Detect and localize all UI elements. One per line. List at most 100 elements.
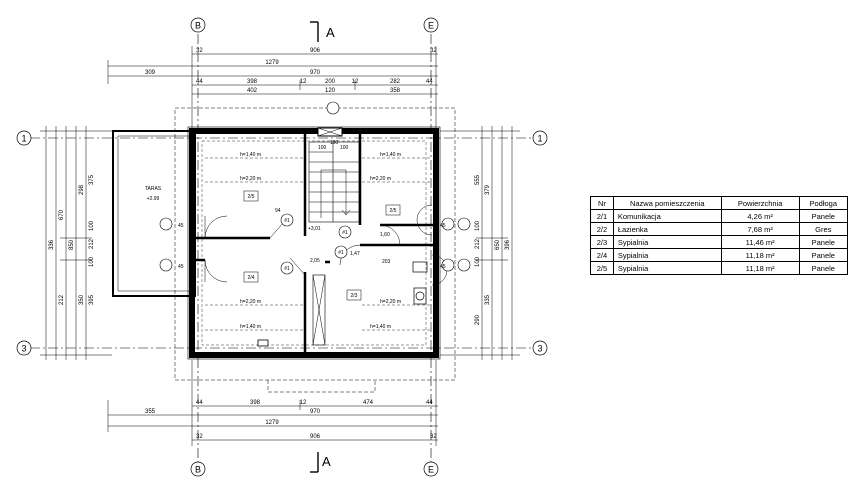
svg-text:44: 44 [426,400,433,406]
svg-text:395: 395 [89,294,95,305]
svg-text:355: 355 [145,409,156,415]
dimension-lines-right [440,126,520,360]
svg-text:32: 32 [430,48,437,54]
svg-text:94: 94 [275,208,281,214]
svg-text:B: B [195,21,201,31]
svg-text:+3,01: +3,01 [308,226,321,232]
cell-area: 4,26 m² [720,209,800,223]
svg-text:1,47: 1,47 [350,251,360,257]
svg-text:402: 402 [247,88,258,94]
svg-text:1279: 1279 [265,420,279,426]
room-tags: 2/5 2/4 2/5 2/3 [243,190,401,301]
cell-area: 11,46 m² [720,235,800,249]
svg-text:32: 32 [196,48,203,54]
svg-text:44: 44 [196,79,203,85]
table-row: 2/2 Łazienka 7,68 m² Gres [590,222,848,236]
axis-bubble-3-right: 3 [532,340,548,356]
table-row: 2/5 Sypialnia 11,18 m² Panele [590,261,848,275]
svg-text:h=2,20 m: h=2,20 m [380,299,401,305]
header-nr: Nr [590,196,614,210]
svg-text:#1: #1 [284,266,290,272]
dimension-text-right: 555 100 212 100 290 379 335 650 396 [475,174,511,325]
cell-room-name: Sypialnia [612,235,722,249]
dimension-text-top: 32 906 32 1279 309 970 44 398 12 200 12 … [145,48,437,94]
svg-text:32: 32 [196,434,203,440]
cell-area: 11,18 m² [720,248,800,262]
svg-text:44: 44 [196,400,203,406]
svg-text:650: 650 [495,239,501,250]
cell-room-name: Sypialnia [612,261,722,275]
svg-text:336: 336 [49,239,55,250]
height-lines [205,157,430,331]
cell-floor: Panele [798,209,848,223]
svg-text:h=2,20 m: h=2,20 m [240,176,261,182]
svg-text:398: 398 [250,400,261,406]
svg-text:970: 970 [310,70,321,76]
svg-text:375: 375 [89,174,95,185]
axis-bubble-e-top: E [423,17,439,33]
cell-nr: 2/3 [590,235,614,249]
internal-walls [195,134,433,352]
svg-text:#1: #1 [284,218,290,224]
table-row: 2/4 Sypialnia 11,18 m² Panele [590,248,848,262]
svg-text:850: 850 [69,239,75,250]
svg-text:E: E [428,465,434,475]
section-mark-bottom: A [310,452,331,473]
svg-text:100: 100 [340,145,349,151]
svg-text:396: 396 [505,239,511,250]
svg-text:h=1,40 m: h=1,40 m [370,324,391,330]
terrace-label: TARAS [145,186,162,192]
svg-text:3: 3 [21,344,26,354]
svg-text:E: E [428,21,434,31]
table-row: 2/1 Komunikacja 4,26 m² Panele [590,209,848,223]
svg-text:309: 309 [145,70,156,76]
cell-room-name: Łazienka [612,222,722,236]
cell-nr: 2/5 [590,261,614,275]
dimension-lines-left [40,126,112,360]
header-area: Powierzchnia [720,196,800,210]
svg-text:12: 12 [300,79,307,85]
svg-text:200: 200 [325,79,336,85]
svg-text:670: 670 [59,209,65,220]
svg-text:212: 212 [475,238,481,249]
svg-text:A: A [326,25,335,40]
axis-grid [30,34,540,462]
svg-text:45: 45 [178,264,184,270]
svg-text:1: 1 [537,134,542,144]
header-floor: Podłoga [798,196,848,210]
dimension-lines-bottom [107,360,438,446]
cell-room-name: Komunikacja [612,209,722,223]
header-room-name: Nazwa pomieszczenia [612,196,722,210]
staircase [308,141,360,223]
misc-annotations: 100 100 130 +3,01 45 45 45 45 94 203 1,4… [178,140,446,270]
room-tag-2-4: 2/4 [248,275,255,281]
svg-text:B: B [195,465,201,475]
svg-text:212: 212 [59,294,65,305]
section-mark-top: A [310,21,335,42]
svg-text:474: 474 [363,400,374,406]
cell-floor: Panele [798,248,848,262]
cell-area: 7,68 m² [720,222,800,236]
svg-text:335: 335 [485,294,491,305]
svg-text:45: 45 [440,223,446,229]
cell-nr: 2/1 [590,209,614,223]
cell-nr: 2/2 [590,222,614,236]
terrace-level: +2.99 [147,196,160,202]
svg-text:100: 100 [318,145,327,151]
svg-text:h=1,40 m: h=1,40 m [380,152,401,158]
bathroom-fixtures [412,261,428,305]
dimension-text-bottom: 44 398 12 474 44 355 970 1279 32 906 32 [145,400,437,440]
svg-text:130: 130 [330,140,339,146]
cell-floor: Gres [798,222,848,236]
svg-text:290: 290 [475,314,481,325]
terrace: TARAS +2.99 [112,130,196,297]
room-tag-2-5-right: 2/5 [390,208,397,214]
svg-text:12: 12 [352,79,359,85]
svg-text:970: 970 [310,409,321,415]
axis-bubble-1-left: 1 [16,130,32,146]
cell-nr: 2/4 [590,248,614,262]
window-marker-labels: #1 #1 #1 #1 [284,218,348,272]
svg-text:100: 100 [89,256,95,267]
cell-floor: Panele [798,261,848,275]
